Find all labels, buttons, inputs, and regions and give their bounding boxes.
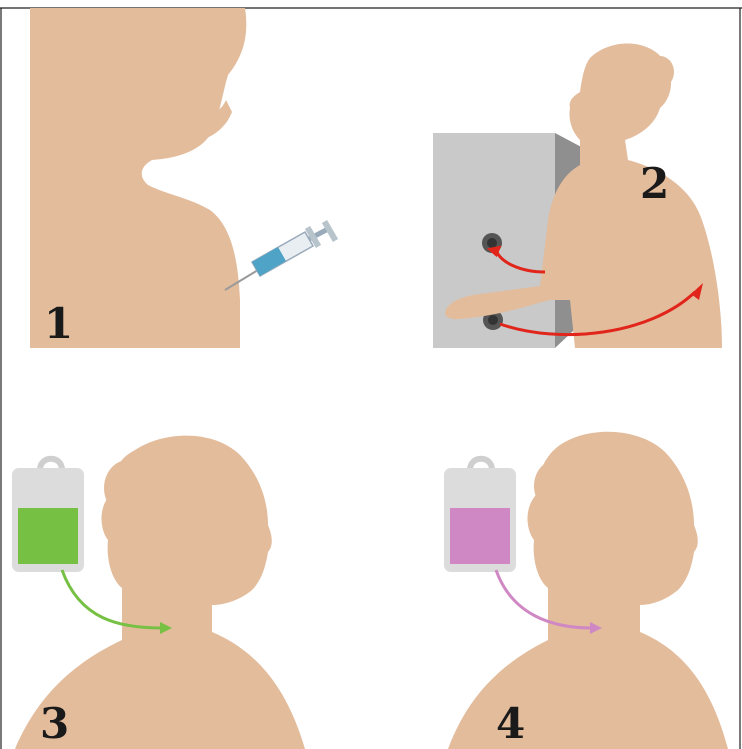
step-number-4: 4 [496,699,525,748]
step-number-2: 2 [640,159,669,208]
panel-4: 4 [444,432,728,749]
iv-bag-icon [12,459,84,572]
iv-bag-icon [444,459,516,572]
step-number-1: 1 [44,299,73,348]
hair-bun-3 [104,460,152,516]
step-number-3: 3 [40,699,69,748]
hair-bun-2 [646,56,674,88]
panel-3: 3 [12,436,305,749]
panel-2: 2 [433,43,722,348]
panel-1: 1 [30,8,338,348]
hair-bun-4 [534,460,578,512]
syringe-icon [225,220,338,290]
patient-silhouette-1 [30,8,246,348]
